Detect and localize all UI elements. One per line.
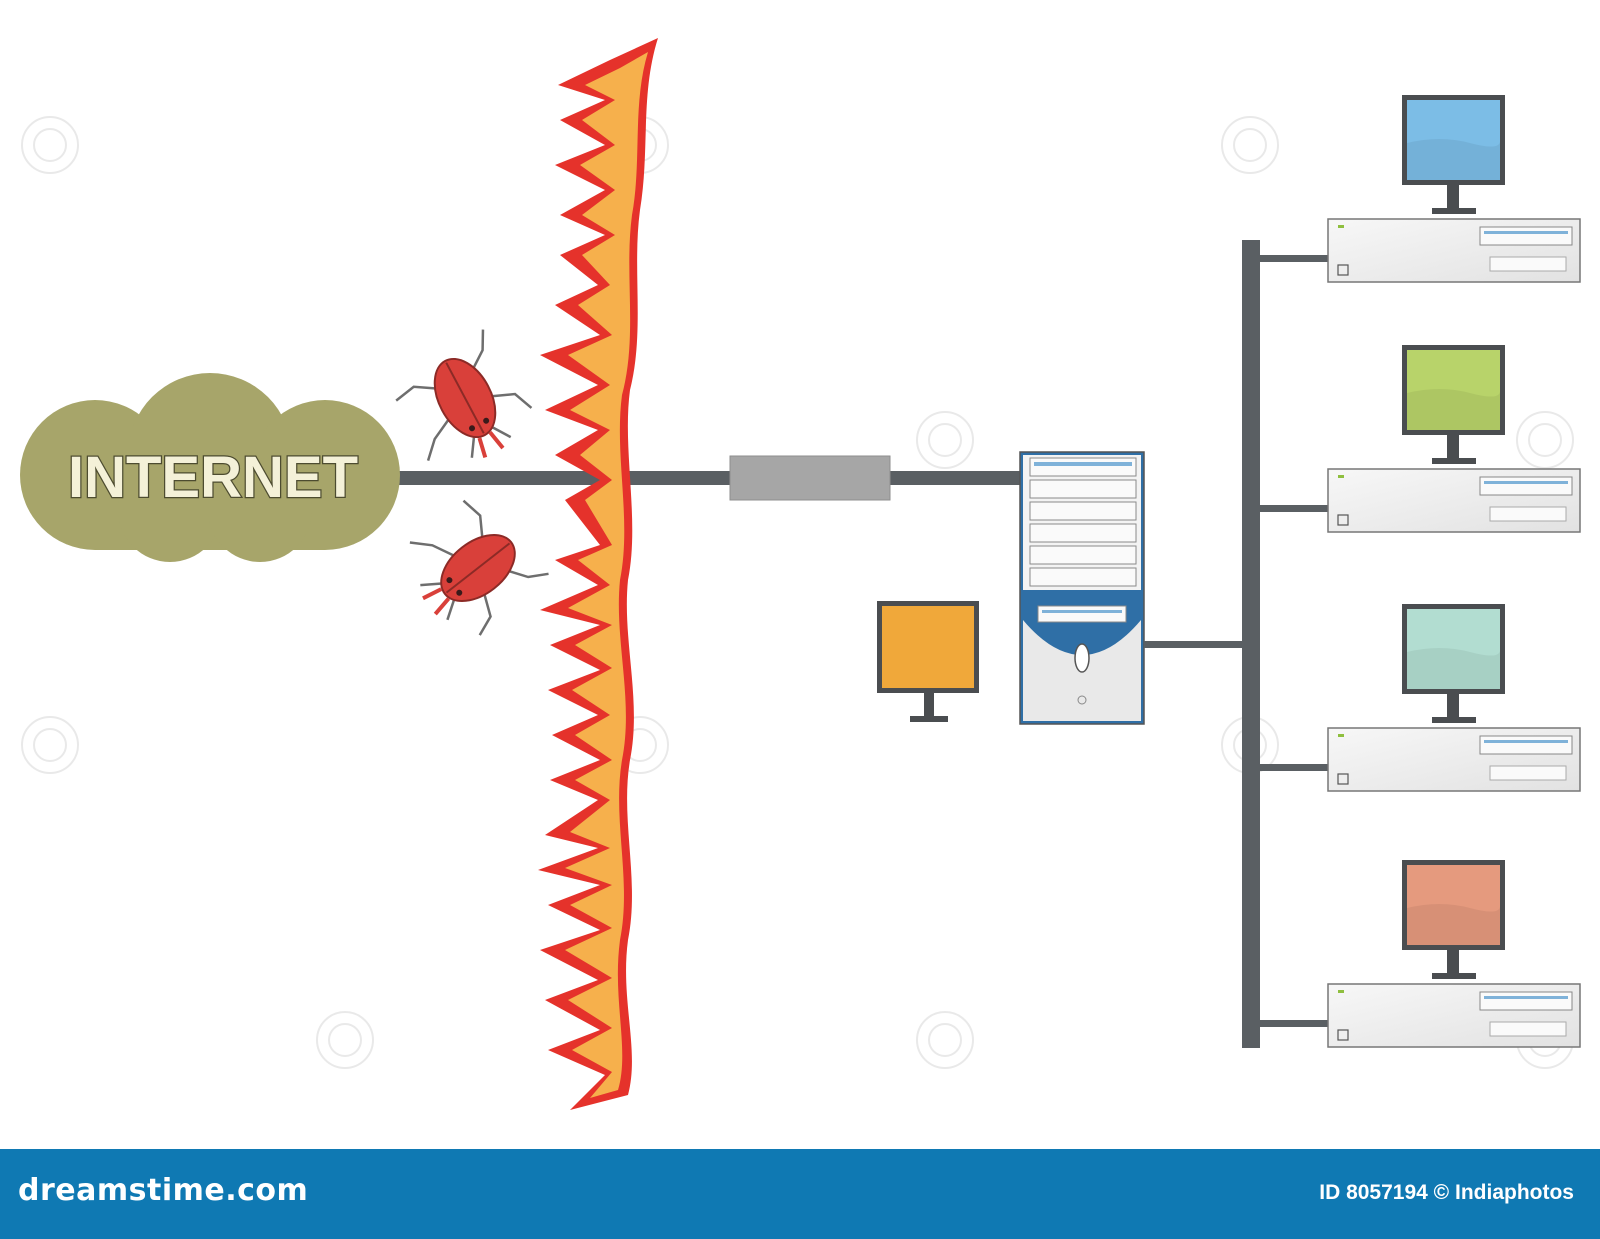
bug-icon	[409, 499, 549, 636]
branch-cable	[1260, 505, 1330, 512]
drive-bay	[1479, 991, 1573, 1011]
monitor-neck	[1447, 694, 1459, 718]
workstation	[1260, 604, 1581, 792]
workstation	[1260, 95, 1581, 283]
network-bus	[1242, 240, 1260, 1048]
drive-bay	[1479, 476, 1573, 496]
branch-cable	[1260, 255, 1330, 262]
floppy-bay	[1489, 256, 1567, 272]
screen-shade	[1407, 648, 1500, 689]
monitor-neck	[1447, 950, 1459, 974]
drive-bay	[1479, 735, 1573, 755]
drive-bay	[1479, 226, 1573, 246]
power-button	[1337, 1029, 1349, 1041]
server-link-cable	[1144, 641, 1244, 648]
power-button	[1337, 773, 1349, 785]
screen-shade	[1407, 139, 1500, 180]
screen-shade	[1407, 389, 1500, 430]
power-led	[1338, 225, 1344, 228]
monitor-screen	[1407, 609, 1500, 689]
monitor-base	[1432, 973, 1476, 979]
monitor-screen	[1407, 100, 1500, 180]
floppy-bay	[1489, 765, 1567, 781]
drive-slot	[1484, 740, 1568, 743]
floppy-bay	[1489, 1021, 1567, 1037]
main-cable	[395, 471, 1025, 485]
monitor-neck	[1447, 435, 1459, 459]
image-credit: ID 8057194 © Indiaphotos	[1319, 1181, 1574, 1205]
copyright-symbol: ©	[1433, 1181, 1450, 1204]
brand-logo[interactable]: dreamstime.com	[18, 1173, 309, 1208]
workstations	[1260, 95, 1581, 1048]
floppy-bay	[1489, 506, 1567, 522]
power-led	[1338, 734, 1344, 737]
server-monitor	[877, 601, 979, 722]
monitor-neck	[1447, 185, 1459, 209]
branch-cable	[1260, 764, 1330, 771]
power-led	[1338, 475, 1344, 478]
image-id: ID 8057194	[1319, 1181, 1428, 1204]
power-led	[1338, 990, 1344, 993]
server-tower	[1019, 451, 1145, 725]
workstation	[1260, 345, 1581, 533]
screen-shade	[1407, 904, 1500, 945]
footer-bar: dreamstime.com ID 8057194 © Indiaphotos	[0, 1149, 1600, 1239]
internet-label: INTERNET	[68, 445, 358, 510]
drive-slot	[1484, 996, 1568, 999]
server-monitor-screen	[882, 606, 974, 688]
firewall	[538, 38, 658, 1110]
monitor-base	[1432, 458, 1476, 464]
monitor-base	[1432, 717, 1476, 723]
drive-slot	[1484, 231, 1568, 234]
power-button	[1337, 264, 1349, 276]
internet-cloud: INTERNET	[20, 373, 400, 562]
router-box	[729, 455, 891, 501]
branch-cable	[1260, 1020, 1330, 1027]
monitor-screen	[1407, 350, 1500, 430]
bug-icon	[395, 329, 533, 462]
monitor-base	[1432, 208, 1476, 214]
firewall-flames-inner	[565, 52, 648, 1098]
monitor-screen	[1407, 865, 1500, 945]
author-name: Indiaphotos	[1455, 1181, 1574, 1204]
workstation	[1260, 860, 1581, 1048]
network-diagram: INTERNET	[20, 38, 1581, 1110]
power-button	[1337, 514, 1349, 526]
drive-slot	[1484, 481, 1568, 484]
